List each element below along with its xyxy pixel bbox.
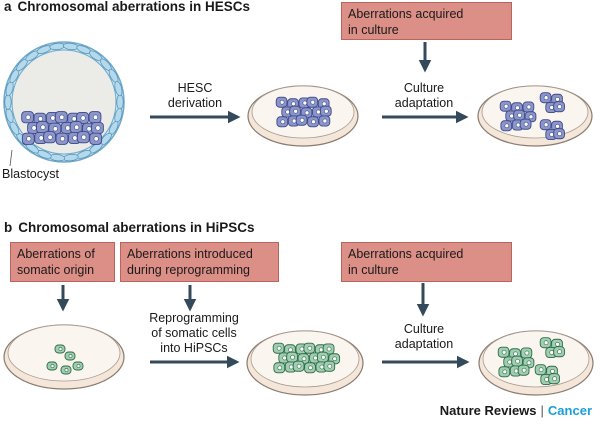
hesc-cell bbox=[500, 120, 513, 132]
box-aberrations-culture-b: Aberrations acquired in culture bbox=[341, 242, 512, 282]
hipsc-cell bbox=[272, 342, 285, 354]
box-aberrations-reprogramming: Aberrations introduced during reprogramm… bbox=[120, 242, 279, 282]
hipsc-cell bbox=[323, 360, 336, 372]
somatic-cell bbox=[60, 365, 72, 375]
hesc-cell bbox=[318, 115, 331, 127]
hipsc-cell bbox=[497, 346, 510, 358]
reprogramming-line1: Reprogramming bbox=[149, 311, 239, 325]
hipsc-cell bbox=[511, 355, 523, 367]
somatic-cell bbox=[46, 361, 58, 371]
hesc-cell bbox=[539, 92, 552, 104]
hipsc-cell bbox=[498, 366, 511, 378]
box-reprogramming-line2: during reprogramming bbox=[127, 263, 250, 277]
box-culture-a-line2: in culture bbox=[348, 23, 399, 37]
reprogramming-line3: into HiPSCs bbox=[160, 341, 228, 355]
hesc-cell bbox=[553, 101, 565, 113]
box-aberrations-somatic: Aberrations of somatic origin bbox=[10, 242, 115, 282]
hesc-cell bbox=[319, 105, 332, 117]
panel-b-letter: b bbox=[4, 220, 13, 235]
inner-cell-mass-cell bbox=[21, 111, 34, 124]
hipsc-cell bbox=[520, 347, 533, 359]
hesc-cell bbox=[499, 100, 512, 112]
dish-a2 bbox=[477, 85, 593, 147]
box-somatic-line2: somatic origin bbox=[17, 263, 95, 277]
box-somatic-line1: Aberrations of bbox=[17, 247, 95, 261]
panel-a-letter: a bbox=[4, 0, 12, 14]
hipsc-cell bbox=[539, 337, 552, 349]
inner-cell-mass-cell bbox=[88, 111, 102, 124]
hesc-cell bbox=[306, 96, 319, 108]
hesc-cell bbox=[519, 118, 532, 130]
dish-a1 bbox=[247, 85, 359, 147]
label-hesc-derivation: HESC derivation bbox=[152, 81, 238, 111]
hesc-cell bbox=[275, 96, 288, 108]
somatic-cell bbox=[64, 351, 76, 361]
journal-separator: | bbox=[540, 403, 544, 418]
inner-cell-mass-cell bbox=[69, 121, 83, 134]
journal-section: Cancer bbox=[547, 403, 592, 418]
box-culture-b-line1: Aberrations acquired bbox=[348, 247, 464, 261]
inner-cell-mass-cell bbox=[43, 131, 56, 144]
somatic-cell bbox=[72, 361, 84, 371]
hipsc-cell bbox=[548, 373, 560, 385]
label-culture-adaptation-b: Culture adaptation bbox=[380, 322, 468, 352]
culture-adaptation-b-line1: Culture bbox=[403, 322, 445, 336]
trophectoderm-cell bbox=[116, 94, 124, 110]
hipsc-cell bbox=[292, 360, 305, 372]
hesc-cell bbox=[276, 116, 289, 128]
hesc-cell bbox=[553, 128, 565, 140]
hesc-cell bbox=[539, 119, 552, 131]
hesc-cell bbox=[289, 105, 301, 117]
panel-a-title: a Chromosomal aberrations in HESCs bbox=[4, 0, 250, 14]
hesc-cell bbox=[522, 101, 535, 113]
box-reprogramming-line1: Aberrations introduced bbox=[127, 247, 253, 261]
hesc-cell bbox=[295, 114, 308, 126]
dish-b2 bbox=[246, 330, 364, 396]
inner-cell-mass-cell bbox=[54, 111, 68, 124]
hipsc-cell bbox=[534, 364, 547, 376]
box-aberrations-culture-a: Aberrations acquired in culture bbox=[341, 2, 512, 40]
label-culture-adaptation-a: Culture adaptation bbox=[380, 81, 468, 111]
panel-b-title-text: Chromosomal aberrations in HiPSCs bbox=[18, 220, 255, 235]
journal-credit: Nature Reviews|Cancer bbox=[440, 403, 592, 418]
inner-cell-mass-cell bbox=[76, 111, 89, 125]
blastocyst-label: Blastocyst bbox=[2, 167, 59, 181]
hipsc-cell bbox=[303, 342, 316, 354]
trophectoderm-cell bbox=[114, 80, 123, 97]
hesc-cell bbox=[513, 109, 525, 121]
hipsc-cell bbox=[322, 343, 335, 355]
inner-cell-mass-cell bbox=[36, 121, 49, 134]
dish-b1 bbox=[3, 324, 125, 390]
inner-cell-mass-cell bbox=[55, 132, 69, 145]
hipsc-cell bbox=[273, 362, 286, 374]
hipsc-cell bbox=[316, 351, 329, 363]
dish-b3 bbox=[478, 330, 594, 396]
panel-b-title: b Chromosomal aberrations in HiPSCs bbox=[4, 220, 255, 235]
hipsc-cell bbox=[286, 351, 298, 363]
hesc-derivation-line1: HESC bbox=[177, 81, 213, 95]
hipsc-cell bbox=[553, 346, 565, 358]
culture-adaptation-b-line2: adaptation bbox=[394, 337, 454, 351]
blastocyst bbox=[3, 41, 125, 167]
trophectoderm-cell bbox=[4, 94, 12, 110]
hesc-cell bbox=[307, 116, 319, 128]
panel-a-title-text: Chromosomal aberrations in HESCs bbox=[17, 0, 251, 14]
culture-adaptation-a-line1: Culture bbox=[403, 81, 445, 95]
hesc-derivation-line2: derivation bbox=[167, 96, 223, 110]
box-culture-b-line2: in culture bbox=[348, 263, 399, 277]
hipsc-cell bbox=[517, 364, 530, 376]
hipsc-cell bbox=[304, 362, 316, 374]
inner-cell-mass-cell bbox=[76, 131, 90, 144]
inner-cell-mass-cell bbox=[91, 121, 104, 135]
box-culture-a-line1: Aberrations acquired bbox=[348, 7, 464, 21]
journal-name: Nature Reviews bbox=[439, 403, 537, 418]
inner-cell-mass-cell bbox=[89, 132, 103, 145]
culture-adaptation-a-line2: adaptation bbox=[394, 96, 454, 110]
inner-cell-mass-cell bbox=[21, 132, 35, 145]
somatic-cell bbox=[54, 344, 66, 354]
reprogramming-line2: of somatic cells bbox=[151, 326, 237, 340]
label-reprogramming: Reprogramming of somatic cells into HiPS… bbox=[134, 311, 254, 356]
